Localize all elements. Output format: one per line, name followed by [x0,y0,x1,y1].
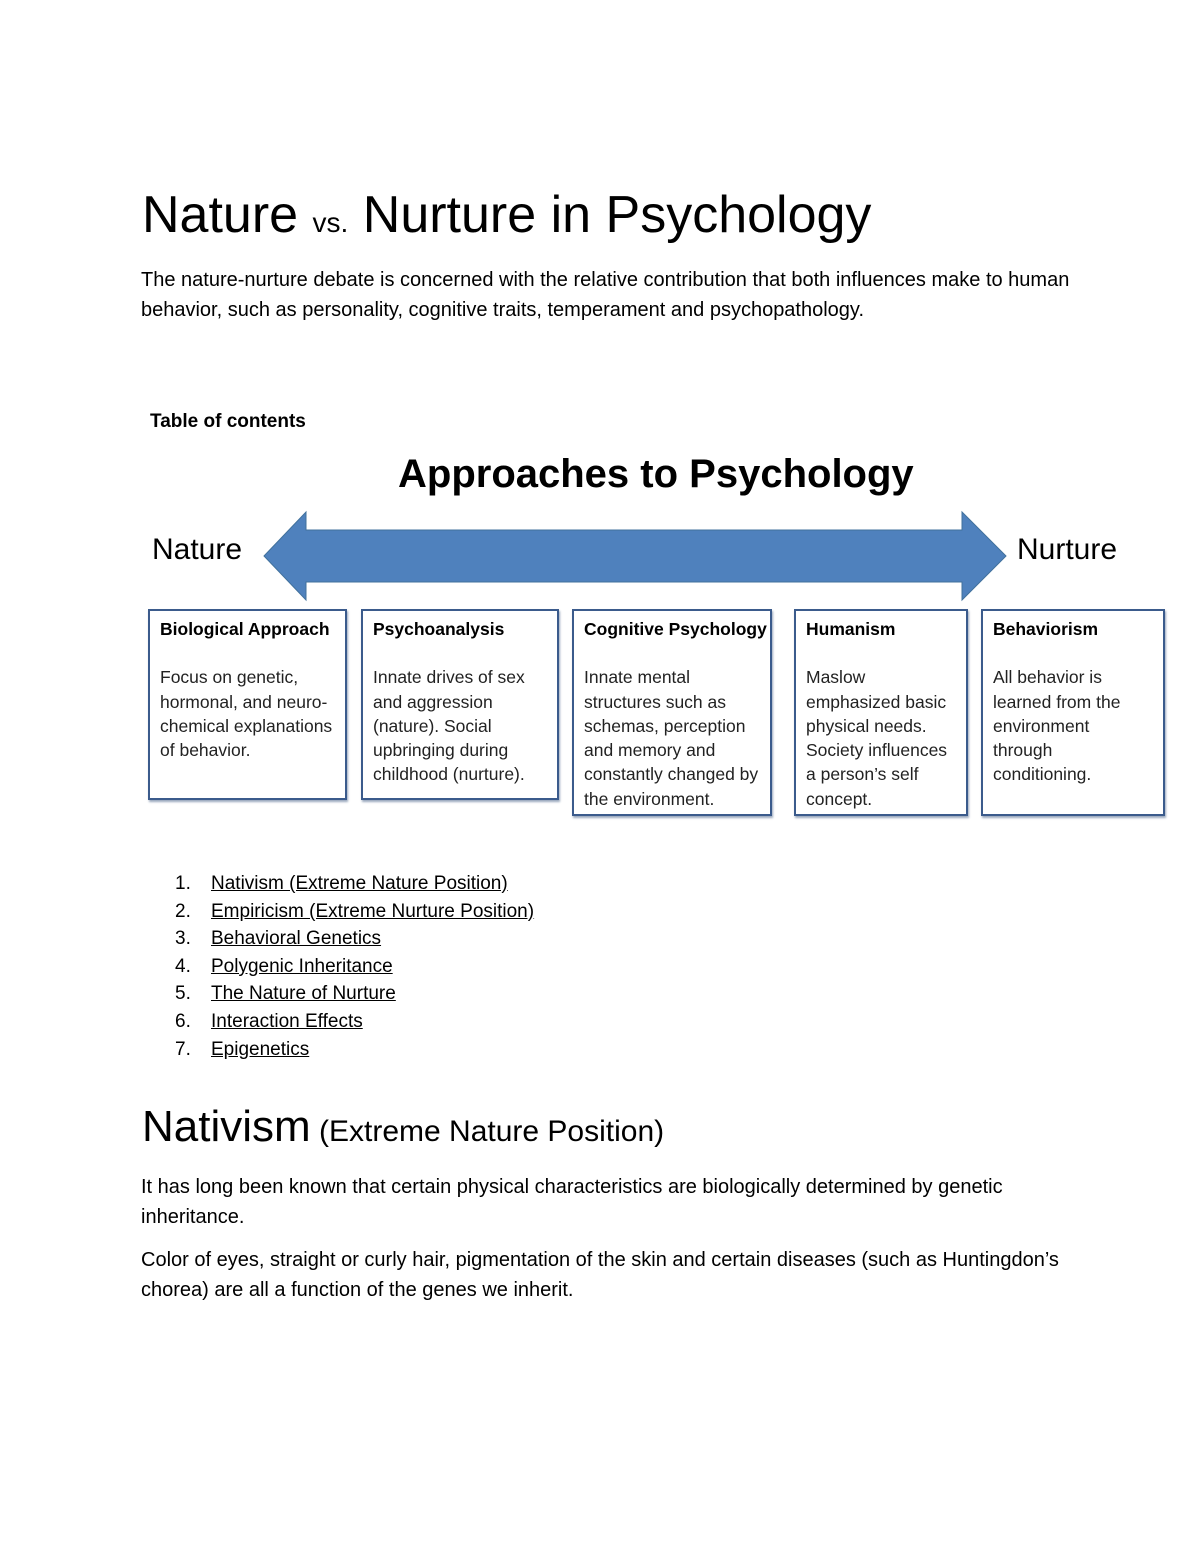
section-heading-sub: (Extreme Nature Position) [310,1115,665,1148]
toc-link-epigenetics[interactable]: Epigenetics [211,1038,310,1060]
title-vs: vs. [312,207,349,238]
page-title: Nature vs. Nurture in Psychology [142,184,871,254]
toc-number: 2. [175,900,191,922]
section-paragraph: It has long been known that certain phys… [141,1176,1003,1228]
toc-link-interaction-effects[interactable]: Interaction Effects [211,1010,363,1032]
box-text: Focus on genetic, hormonal, and neuro-ch… [160,667,333,761]
toc-item: 4. Polygenic Inheritance [175,953,534,981]
double-arrow-icon [263,510,1007,602]
box-text: Innate mental structures such as schemas… [584,667,759,809]
toc-link-behavioral-genetics[interactable]: Behavioral Genetics [211,928,382,950]
section-heading: Nativism (Extreme Nature Position) [142,1100,664,1159]
title-part1: Nature [142,186,313,244]
title-part2: Nurture in Psychology [348,186,872,244]
nurture-label: Nurture [1017,533,1118,566]
toc-item: 1. Nativism (Extreme Nature Position) [175,870,534,898]
toc-number: 3. [175,928,191,950]
toc-heading: Table of contents [150,411,306,432]
diagram-title: Approaches to Psychology [398,452,914,496]
toc-link-empiricism[interactable]: Empiricism (Extreme Nurture Position) [211,900,535,922]
toc-item: 6. Interaction Effects [175,1008,534,1036]
section-paragraph: Color of eyes, straight or curly hair, p… [141,1249,1059,1301]
box-heading: Psychoanalysis [373,619,505,639]
toc-number: 4. [175,955,191,977]
section-heading-main: Nativism [142,1102,311,1151]
box-text: Maslow emphasized basic physical needs. … [806,667,948,809]
box-text: All behavior is learned from the environ… [993,667,1121,785]
table-of-contents: 1. Nativism (Extreme Nature Position) 2. E… [175,870,534,1063]
box-heading: Biological Approach [160,619,330,639]
box-heading: Behaviorism [993,619,1099,639]
toc-number: 6. [175,1010,191,1032]
nature-label: Nature [152,533,243,566]
toc-number: 5. [175,983,191,1005]
box-heading: Cognitive Psychology [584,619,767,639]
toc-link-polygenic[interactable]: Polygenic Inheritance [211,955,393,977]
toc-item: 5. The Nature of Nurture [175,980,534,1008]
box-heading: Humanism [806,619,896,639]
intro-paragraph: The nature-nurture debate is concerned w… [141,269,1070,321]
toc-item: 3. Behavioral Genetics [175,925,534,953]
toc-item: 7. Epigenetics [175,1036,534,1064]
box-text: Innate drives of sex and aggression (nat… [373,667,525,785]
toc-link-nature-of-nurture[interactable]: The Nature of Nurture [211,983,396,1005]
toc-number: 1. [175,873,191,894]
toc-item: 2. Empiricism (Extreme Nurture Position) [175,898,534,926]
toc-number: 7. [175,1038,191,1060]
toc-link-nativism[interactable]: Nativism (Extreme Nature Position) [211,873,508,894]
